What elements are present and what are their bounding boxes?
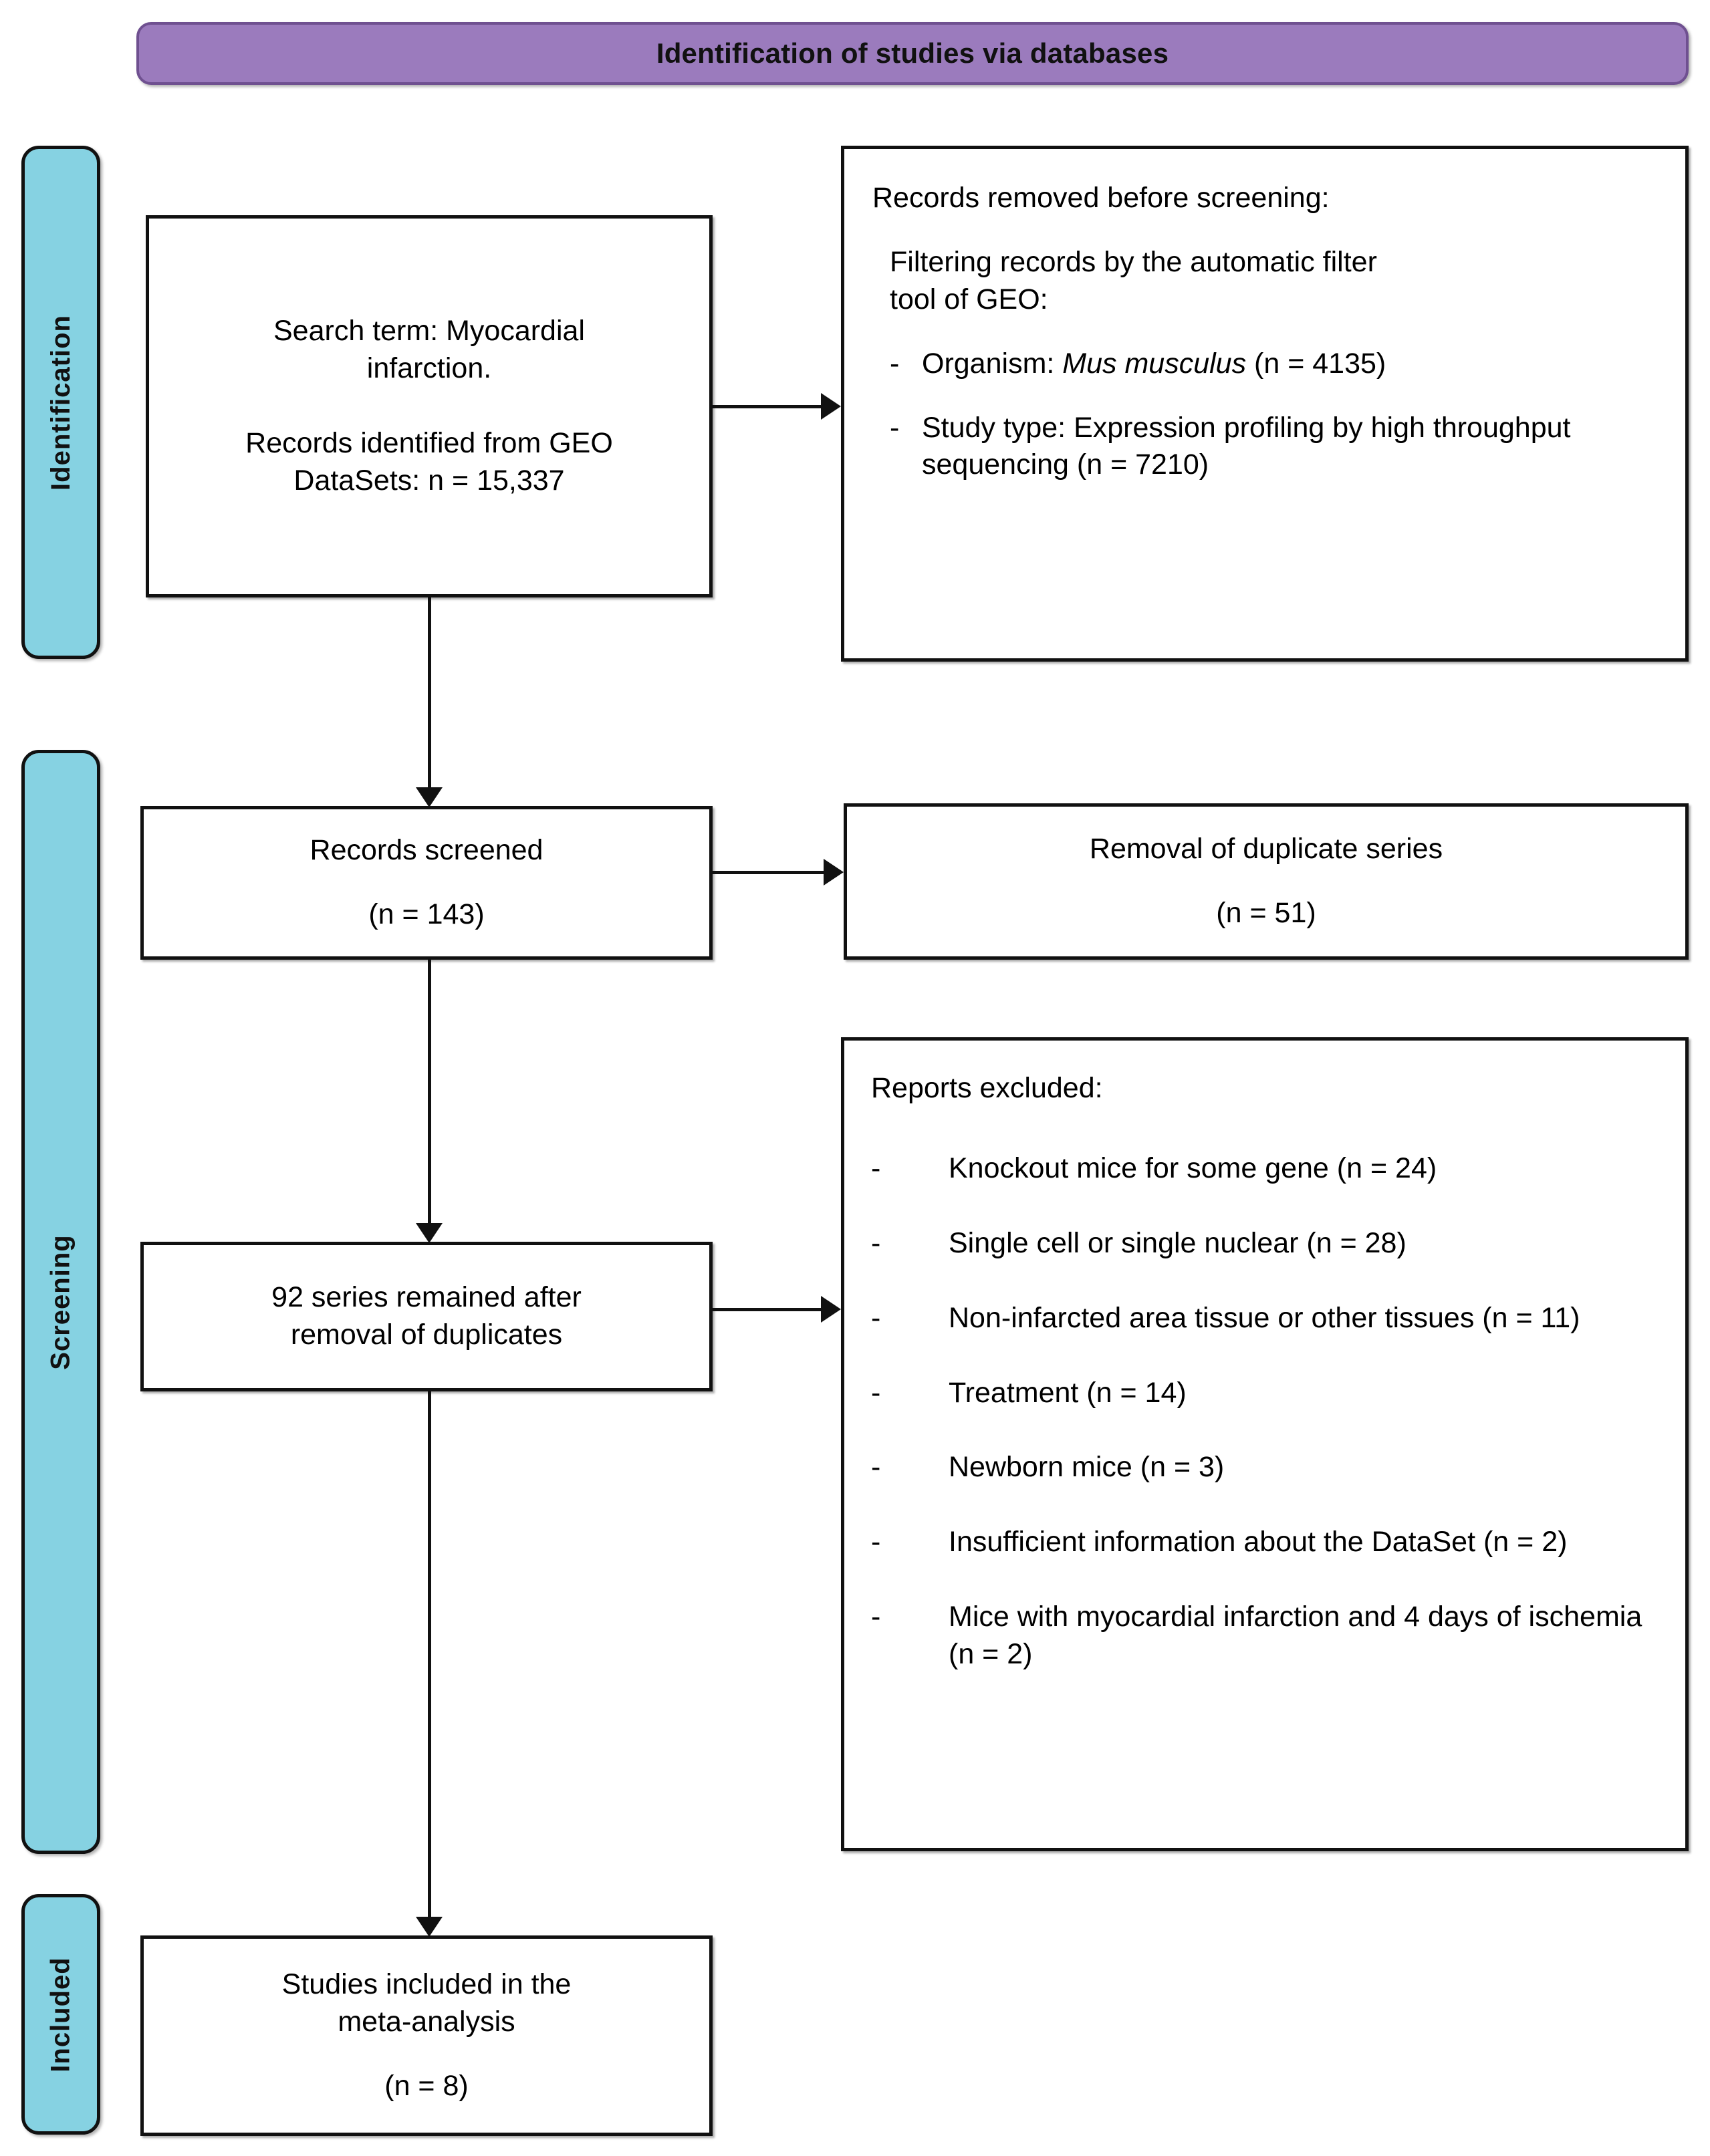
records-removed-heading: Records removed before screening: — [872, 182, 1330, 214]
box-records-screened: Records screened (n = 143) — [140, 806, 713, 960]
box-duplicates-removed: Removal of duplicate series (n = 51) — [844, 803, 1689, 960]
reports-excluded-item-text: Insufficient information about the DataS… — [949, 1526, 1568, 1559]
organism-label: Organism: — [922, 347, 1063, 380]
bullet-dash-icon: - — [871, 1526, 881, 1559]
connector-identified-to-screened — [428, 597, 431, 791]
reports-excluded-item-text: Knockout mice for some gene (n = 24) — [949, 1152, 1437, 1184]
records-identified-line2: infarction. — [366, 352, 492, 385]
connector-remained-to-excluded — [713, 1308, 825, 1311]
box-series-remained: 92 series remained after removal of dupl… — [140, 1242, 713, 1391]
reports-excluded-item: - Newborn mice (n = 3) — [871, 1449, 1224, 1486]
studies-included-line2: meta-analysis — [338, 2006, 515, 2038]
duplicates-removed-line1: Removal of duplicate series — [1089, 833, 1443, 865]
stage-tab-identification: Identification — [21, 146, 100, 659]
connector-screened-to-remained — [428, 960, 431, 1227]
connector-screened-to-duplicates — [713, 871, 828, 874]
reports-excluded-item: - Knockout mice for some gene (n = 24) — [871, 1150, 1437, 1188]
arrowhead-right-icon — [824, 859, 844, 886]
reports-excluded-item: - Treatment (n = 14) — [871, 1375, 1187, 1412]
arrowhead-down-icon — [416, 1223, 443, 1243]
stage-tab-screening: Screening — [21, 750, 100, 1854]
connector-identified-to-removed — [713, 405, 825, 408]
reports-excluded-item: - Single cell or single nuclear (n = 28) — [871, 1225, 1407, 1262]
series-remained-line2: removal of duplicates — [290, 1319, 563, 1351]
bullet-dash-icon: - — [871, 1601, 881, 1633]
reports-excluded-item-text: Non-infarcted area tissue or other tissu… — [949, 1301, 1580, 1334]
stage-label-screening: Screening — [45, 1234, 76, 1370]
box-records-removed-before-screening: Records removed before screening: Filter… — [841, 146, 1689, 662]
bullet-dash-icon: - — [871, 1301, 881, 1334]
reports-excluded-item: - Mice with myocardial infarction and 4 … — [871, 1599, 1665, 1673]
arrowhead-down-icon — [416, 1917, 443, 1937]
page-title: Identification of studies via databases — [656, 37, 1169, 69]
stage-tab-included: Included — [21, 1894, 100, 2135]
reports-excluded-item: - Non-infarcted area tissue or other tis… — [871, 1300, 1580, 1337]
study-type-text: Study type: Expression profiling by high… — [922, 411, 1571, 481]
box-reports-excluded: Reports excluded: - Knockout mice for so… — [841, 1037, 1689, 1851]
arrowhead-right-icon — [821, 393, 841, 420]
connector-remained-to-included — [428, 1391, 431, 1921]
bullet-dash-icon: - — [871, 1451, 881, 1484]
records-screened-line2: (n = 143) — [368, 898, 485, 930]
reports-excluded-item-text: Mice with myocardial infarction and 4 da… — [949, 1601, 1642, 1671]
series-remained-line1: 92 series remained after — [271, 1281, 582, 1314]
records-identified-line1: Search term: Myocardial — [273, 315, 585, 348]
arrowhead-down-icon — [416, 787, 443, 807]
records-removed-item-organism: - Organism: Mus musculus (n = 4135) — [872, 346, 1386, 383]
box-records-identified: Search term: Myocardial infarction. Reco… — [146, 215, 713, 597]
reports-excluded-item: - Insufficient information about the Dat… — [871, 1524, 1567, 1561]
records-removed-item-study-type: - Study type: Expression profiling by hi… — [872, 410, 1663, 485]
records-identified-line4: DataSets: n = 15,337 — [293, 464, 565, 497]
organism-species: Mus musculus — [1062, 347, 1247, 380]
duplicates-removed-line2: (n = 51) — [1216, 897, 1316, 929]
bullet-dash-icon: - — [871, 1376, 881, 1409]
reports-excluded-item-text: Treatment (n = 14) — [949, 1376, 1187, 1409]
records-screened-line1: Records screened — [310, 834, 543, 867]
bullet-dash-icon: - — [871, 1152, 881, 1184]
records-identified-line3: Records identified from GEO — [245, 427, 613, 459]
bullet-dash-icon: - — [871, 1226, 881, 1259]
stage-label-identification: Identification — [45, 314, 76, 491]
reports-excluded-item-text: Newborn mice (n = 3) — [949, 1451, 1225, 1484]
bullet-dash-icon: - — [890, 411, 900, 444]
studies-included-line1: Studies included in the — [281, 1968, 572, 2001]
stage-label-included: Included — [45, 1956, 76, 2072]
reports-excluded-item-text: Single cell or single nuclear (n = 28) — [949, 1226, 1407, 1259]
studies-included-line3: (n = 8) — [384, 2069, 469, 2102]
bullet-dash-icon: - — [890, 347, 900, 380]
box-studies-included: Studies included in the meta-analysis (n… — [140, 1935, 713, 2136]
organism-count: (n = 4135) — [1246, 347, 1386, 380]
records-removed-subheading-line2: tool of GEO: — [890, 283, 1048, 315]
header-banner: Identification of studies via databases — [136, 22, 1689, 85]
arrowhead-right-icon — [821, 1296, 841, 1323]
records-removed-subheading-line1: Filtering records by the automatic filte… — [890, 245, 1377, 278]
reports-excluded-heading: Reports excluded: — [871, 1072, 1103, 1104]
